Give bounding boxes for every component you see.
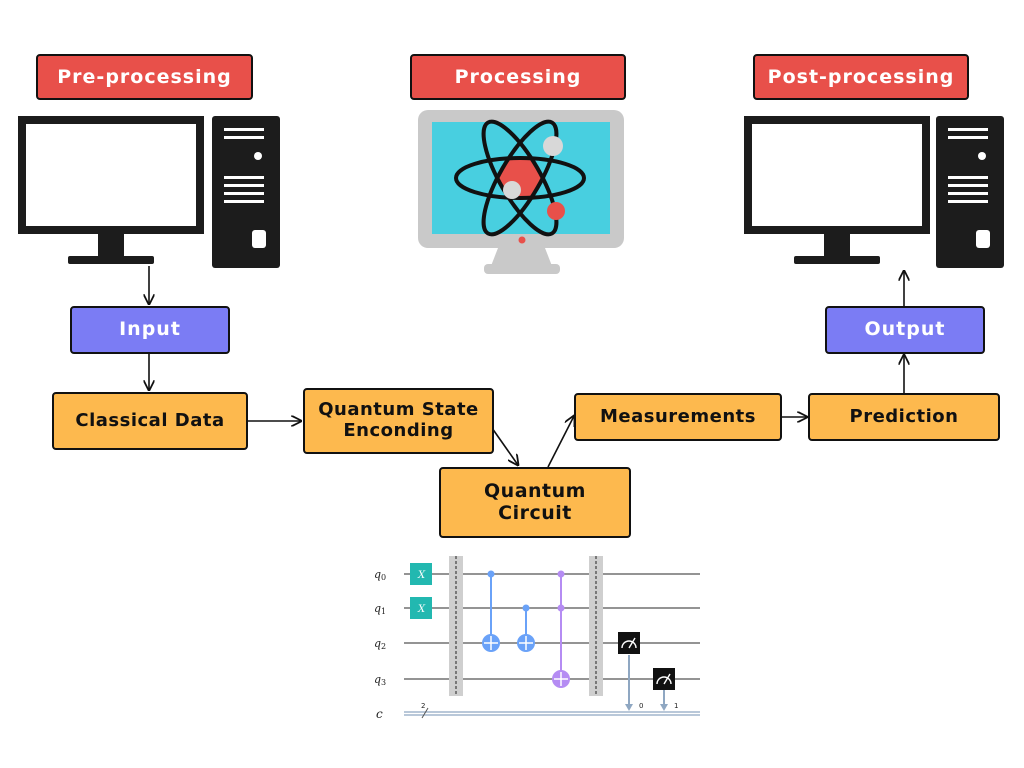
x-gate-label: X bbox=[417, 570, 426, 581]
measure-bit-label: 0 bbox=[639, 702, 643, 710]
toffoli-gate bbox=[552, 570, 570, 688]
qubit-label-2: q2 bbox=[374, 637, 386, 651]
node-label-line: Circuit bbox=[498, 501, 572, 524]
classical-register-label: c bbox=[376, 707, 383, 721]
node-classical-data: Classical Data bbox=[52, 392, 248, 450]
header-post-processing: Post-processing bbox=[753, 54, 969, 100]
node-input: Input bbox=[70, 306, 230, 354]
quantum-computer-icon bbox=[418, 110, 624, 274]
cnot-gate bbox=[482, 570, 500, 652]
measure-gate-q3: 1 bbox=[653, 668, 678, 711]
arrow-encoding-to-circuit bbox=[491, 427, 518, 465]
qubit-label-0: q0 bbox=[374, 568, 386, 582]
x-gate-q1 bbox=[410, 597, 432, 619]
cnot-gate bbox=[517, 604, 535, 652]
measure-gate-q2: 0 bbox=[618, 632, 643, 711]
arrow-circuit-to-measurements bbox=[547, 416, 574, 468]
quantum-circuit-diagram: 2 q0 q1 q2 q3 c X X bbox=[374, 556, 700, 721]
node-measurements: Measurements bbox=[574, 393, 782, 441]
atom-icon bbox=[454, 119, 586, 237]
node-quantum-circuit: Quantum Circuit bbox=[439, 467, 631, 538]
node-prediction: Prediction bbox=[808, 393, 1000, 441]
measure-bit-label: 1 bbox=[674, 702, 678, 710]
node-output: Output bbox=[825, 306, 985, 354]
computer-icon bbox=[18, 116, 280, 268]
x-gate-q0 bbox=[410, 563, 432, 585]
classical-width-label: 2 bbox=[421, 702, 425, 710]
computer-icon bbox=[744, 116, 1004, 268]
node-label-line: Quantum State bbox=[318, 399, 479, 421]
qubit-label-3: q3 bbox=[374, 673, 386, 687]
qubit-label-1: q1 bbox=[374, 602, 386, 616]
node-quantum-state-encoding: Quantum State Enconding bbox=[303, 388, 494, 454]
node-label-line: Quantum bbox=[484, 479, 586, 502]
header-processing: Processing bbox=[410, 54, 626, 100]
x-gate-label: X bbox=[417, 604, 426, 615]
header-pre-processing: Pre-processing bbox=[36, 54, 253, 100]
node-label-line: Enconding bbox=[343, 420, 454, 441]
